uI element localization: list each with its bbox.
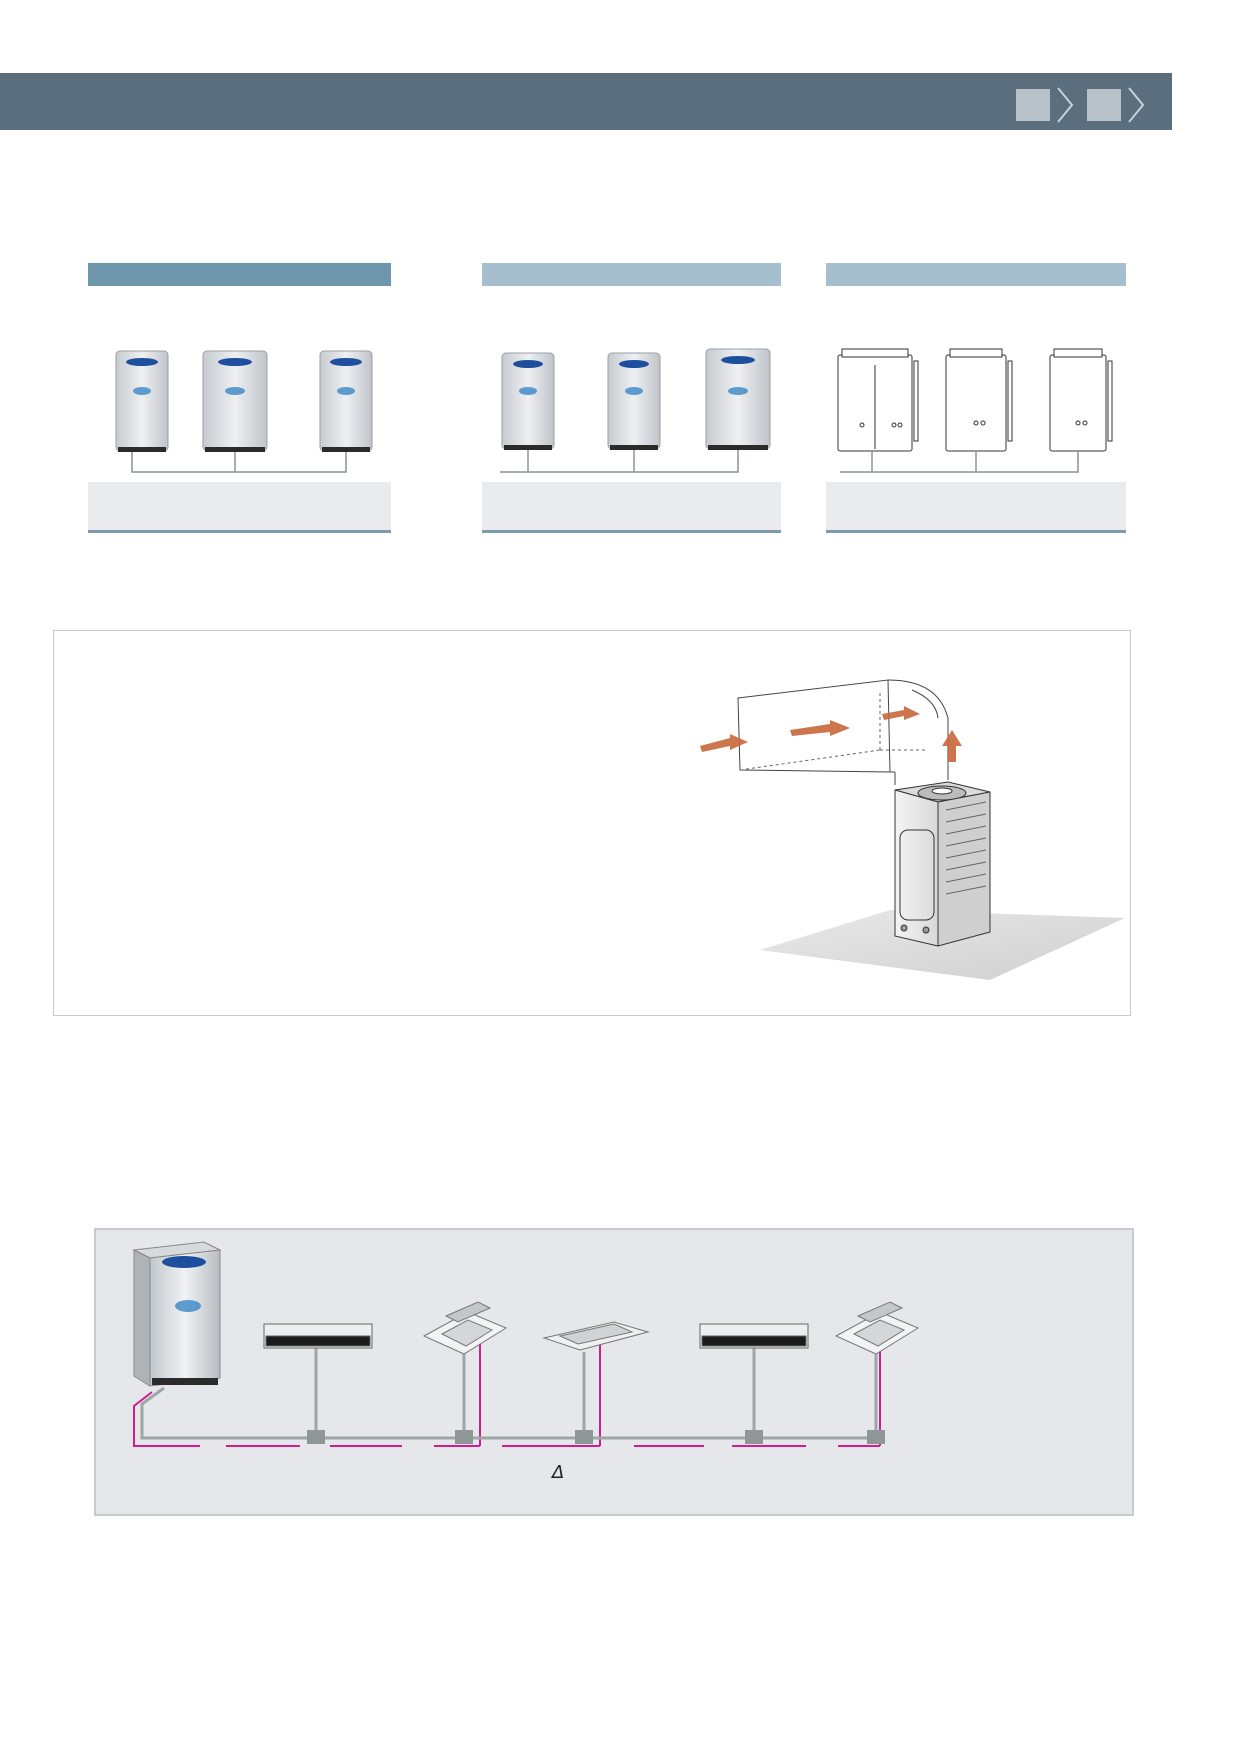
chevron-right-icon[interactable]: [1126, 86, 1146, 124]
refrigerant-piping: [140, 1346, 880, 1440]
config-caption-2: [482, 482, 781, 533]
samsung-outdoor-unit: [501, 352, 555, 450]
outdoor-unit-group-2: [500, 348, 771, 473]
outdoor-unit-line-drawing: [945, 348, 1013, 452]
square-icon: [1016, 89, 1050, 121]
config-ribbon-1: [88, 263, 391, 286]
config-ribbon-3: [826, 263, 1126, 286]
control-wiring: [133, 1336, 881, 1447]
branch-joints: [307, 1430, 885, 1444]
outdoor-unit-group-1: [115, 350, 373, 473]
piping-diagram: [132, 1241, 920, 1447]
4-way-cassette: [834, 1301, 920, 1355]
header-bar: [0, 73, 1172, 130]
config-caption-1: [88, 482, 391, 533]
duct-unit: [263, 1323, 373, 1349]
samsung-outdoor-unit: [132, 1241, 222, 1387]
1-way-cassette: [542, 1321, 650, 1351]
square-icon: [1087, 89, 1121, 121]
4-way-cassette: [422, 1301, 508, 1355]
airflow-arrows: [700, 706, 962, 762]
ducted-outdoor-unit-illustration: [700, 679, 1125, 980]
samsung-outdoor-unit: [115, 350, 169, 452]
outdoor-unit-group-3: [837, 348, 1113, 473]
samsung-outdoor-unit: [705, 348, 771, 450]
piping-diagram-box: [94, 1228, 1134, 1516]
delta-marker: Δ: [552, 1462, 565, 1483]
duct-unit: [699, 1323, 809, 1349]
samsung-outdoor-unit: [607, 352, 661, 450]
outdoor-unit-line-drawing: [1049, 348, 1113, 452]
outdoor-unit-with-duct: [894, 781, 991, 947]
chevron-right-icon[interactable]: [1055, 86, 1075, 124]
config-caption-3: [826, 482, 1126, 533]
samsung-outdoor-unit: [319, 350, 373, 452]
config-ribbon-2: [482, 263, 781, 286]
samsung-outdoor-unit: [202, 350, 268, 452]
outdoor-unit-line-drawing: [837, 348, 919, 452]
